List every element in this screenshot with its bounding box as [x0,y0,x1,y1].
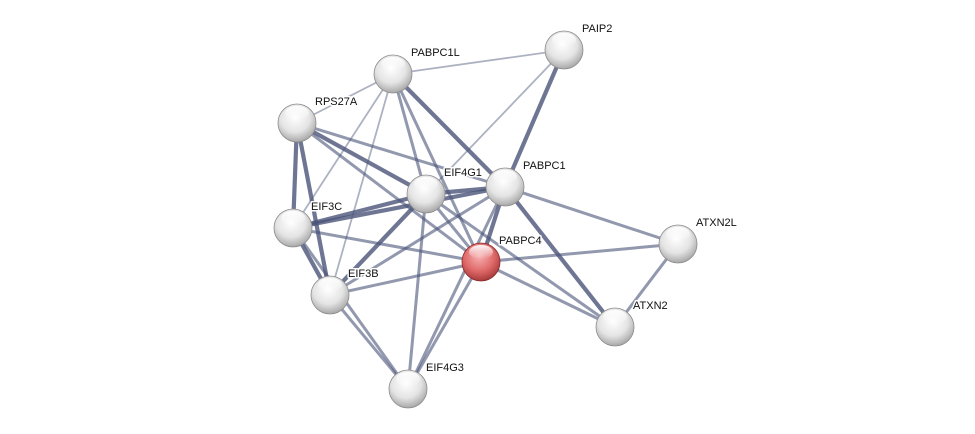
edge-rps27a-eif4g1[interactable] [295,121,428,196]
node-rps27a[interactable]: RPS27A [277,95,359,143]
node-highlight [381,57,405,71]
node-label: PABPC1L [411,47,460,59]
node-label: PAIP2 [582,23,612,35]
node-label: ATXN2 [633,300,668,312]
edge-rps27a-pabpc1[interactable] [296,121,506,189]
edge-eif4g1-atxn2[interactable] [425,192,616,329]
edge-pabpc1l-pabpc1[interactable] [391,72,507,189]
edge-pabpc1l-eif3b[interactable] [329,73,394,296]
node-pabpc4[interactable]: PABPC4 [461,234,543,282]
node-atxn2l[interactable]: ATXN2L [658,216,738,264]
edge-paip2-pabpc1[interactable] [503,49,566,188]
node-label: EIF3B [348,268,379,280]
node-eif3c[interactable]: EIF3C [273,200,344,248]
node-label: EIF3C [311,201,342,213]
node-label: EIF4G1 [444,167,482,179]
edge-eif4g1-eif4g3[interactable] [406,193,428,390]
edge-eif3b-eif4g3[interactable] [328,294,410,390]
edge-eif3b-eif4g1[interactable] [328,192,428,297]
node-label: PABPC1 [523,160,566,172]
edge-pabpc4-atxn2[interactable] [480,260,616,329]
edge-pabpc1-atxn2[interactable] [503,185,617,329]
node-eif3b[interactable]: EIF3B [310,267,380,315]
edges-layer [290,49,680,390]
edge-rps27a-pabpc4[interactable] [296,121,482,264]
node-label: EIF4G3 [426,362,464,374]
edge-pabpc4-eif4g3[interactable] [406,261,483,390]
node-highlight [396,372,420,386]
node-label: RPS27A [315,96,358,108]
node-highlight [414,177,438,191]
node-eif4g1[interactable]: EIF4G1 [406,166,483,214]
node-highlight [285,106,309,120]
node-eif4g3[interactable]: EIF4G3 [388,361,465,409]
edge-pabpc1-eif4g3[interactable] [406,186,507,390]
node-pabpc1[interactable]: PABPC1 [485,159,567,207]
edge-pabpc1l-paip2[interactable] [392,49,565,75]
node-highlight [666,227,690,241]
edge-eif3c-pabpc4[interactable] [292,226,482,264]
node-highlight [281,211,305,225]
node-highlight [318,278,342,292]
edge-pabpc1-atxn2l[interactable] [504,185,679,246]
edge-pabpc4-atxn2l[interactable] [480,242,679,264]
node-label: ATXN2L [696,217,737,229]
node-highlight [552,33,576,47]
node-highlight [603,310,627,324]
node-atxn2[interactable]: ATXN2 [595,299,669,347]
edge-pabpc1l-eif3c[interactable] [292,73,394,229]
node-pabpc1l[interactable]: PABPC1L [373,46,461,94]
edge-pabpc1l-pabpc4[interactable] [391,73,483,263]
node-label: PABPC4 [499,235,542,247]
node-paip2[interactable]: PAIP2 [544,22,614,70]
node-highlight [493,170,517,184]
edge-eif3b-pabpc4[interactable] [329,260,482,297]
edge-pabpc1l-eif4g1[interactable] [391,73,428,195]
edge-eif3c-pabpc1[interactable] [292,184,506,231]
edge-eif3b-pabpc1[interactable] [329,185,506,297]
node-highlight [469,245,493,259]
edge-rps27a-eif3b[interactable] [294,122,333,296]
edge-eif3c-eif4g3[interactable] [291,227,410,390]
